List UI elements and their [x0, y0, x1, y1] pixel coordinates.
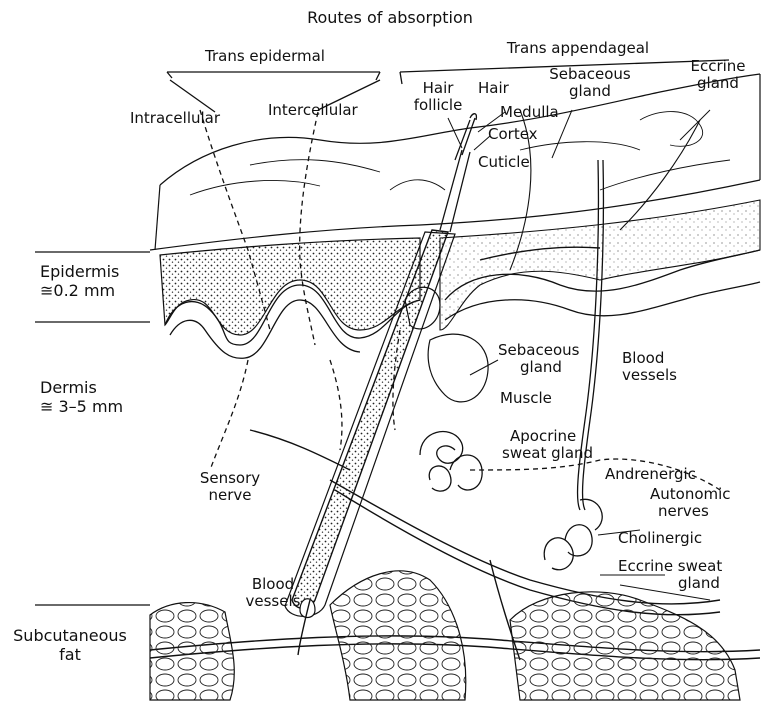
epidermis-label: Epidermis≅0.2 mm: [40, 262, 119, 300]
andrenergic-label: Andrenergic: [605, 466, 696, 483]
diagram-title: Routes of absorption: [300, 8, 480, 27]
hair-label: Hair: [478, 80, 509, 97]
cortex-label: Cortex: [488, 126, 538, 143]
hair-strand: [440, 114, 476, 232]
cholinergic-label: Cholinergic: [618, 530, 702, 547]
muscle-label: Muscle: [500, 390, 552, 407]
cuticle-label: Cuticle: [478, 154, 530, 171]
dermis-label: Dermis≅ 3–5 mm: [40, 378, 123, 416]
trans-appendageal-label: Trans appendageal: [488, 40, 668, 57]
eccrine-sweat-gland-label: Eccrine sweat gland: [618, 558, 722, 592]
intercellular-label: Intercellular: [268, 102, 358, 119]
layer-markers: [35, 252, 150, 605]
intracellular-label: Intracellular: [130, 110, 220, 127]
medulla-label: Medulla: [500, 104, 559, 121]
sebaceous-gland-mid-label: Sebaceous gland: [498, 342, 579, 376]
subcutaneous-fat-label: Subcutaneous fat: [5, 626, 135, 664]
trans-epidermal-label: Trans epidermal: [185, 48, 345, 65]
epidermis-layer: [160, 238, 420, 335]
apocrine-gland: [420, 432, 482, 492]
autonomic-nerves-label: Autonomic nerves: [650, 486, 731, 520]
